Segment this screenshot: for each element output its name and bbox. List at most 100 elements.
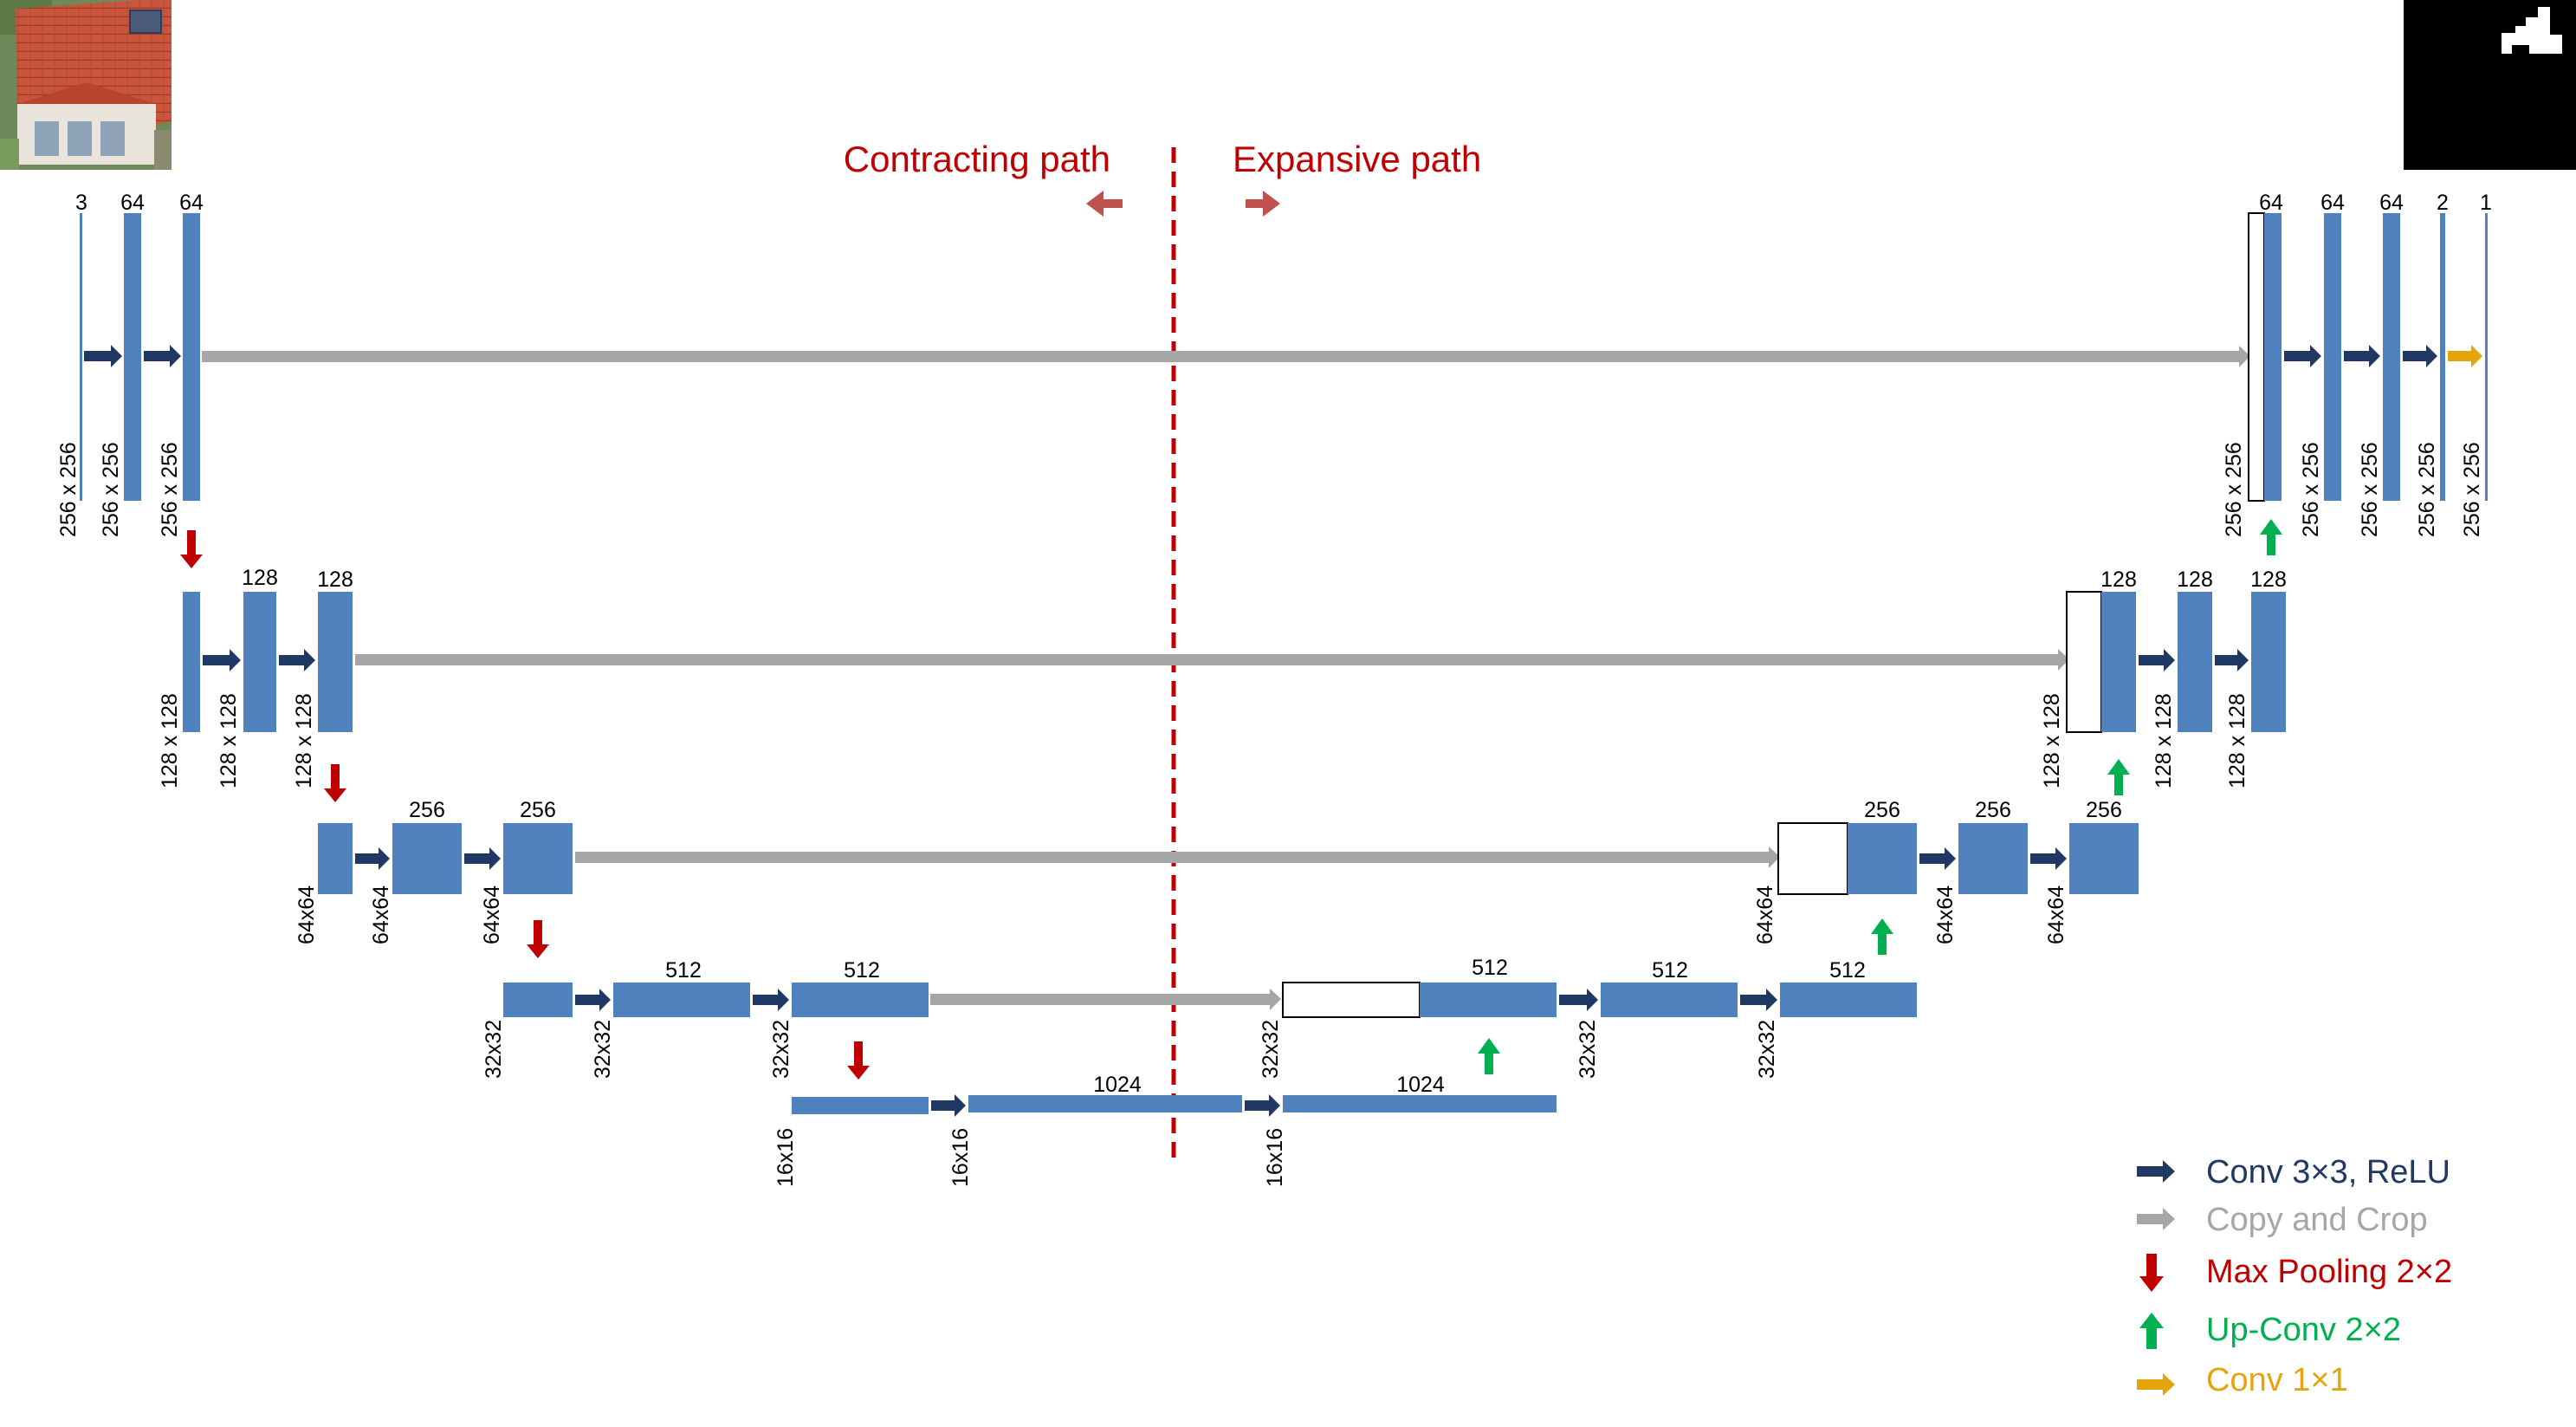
feature-map-block [2251,592,2286,732]
conv-arrow [575,989,611,1011]
channel-label: 512 [1472,956,1508,980]
feature-map-block [243,592,276,732]
channel-label: 128 [2177,568,2213,592]
feature-map-block [318,823,353,894]
upconv-arrows [1478,519,2282,1074]
feature-map-block [1420,983,1557,1017]
max-pool-arrow-icon [2139,1254,2164,1292]
size-label: 256 x 256 [99,442,123,537]
channel-label: 512 [665,958,702,983]
crop-copy-block [1777,822,1848,895]
pool-arrows [180,530,870,1080]
size-label: 64x64 [480,885,504,944]
channel-label: 128 [2100,568,2137,592]
size-label: 32x32 [1755,1020,1779,1079]
feature-map-block [124,213,141,501]
contracting-path-label: Contracting path [844,139,1110,179]
channel-label: 256 [409,798,445,822]
output-mask-icon [2404,0,2576,170]
size-label: 32x32 [591,1020,615,1079]
feature-map-block [792,1097,929,1114]
conv-arrow [1245,1094,1280,1117]
channel-label: 256 [2086,798,2122,822]
size-label: 128 x 128 [292,693,316,788]
feature-map-block [2101,592,2136,732]
size-label: 256 x 256 [2299,442,2323,537]
size-label: 64x64 [2044,885,2068,944]
up-conv-arrow-icon [2139,1313,2164,1349]
conv-arrow [931,1094,966,1117]
crop-copy-block [1282,982,1421,1018]
copy-crop-arrow [355,649,2069,671]
size-label: 128 x 128 [217,693,241,788]
contracting-direction-arrow [1086,191,1123,217]
feature-map-block [183,213,200,501]
legend-item-copy: Copy and Crop [2137,1202,2428,1238]
conv-arrow [355,847,390,870]
channel-label: 256 [1975,798,2011,822]
size-label: 32x32 [1576,1020,1600,1079]
output-feature-map [2485,213,2488,501]
feature-map-block [792,983,929,1017]
size-label: 64x64 [1933,885,1958,944]
size-label: 256 x 256 [2415,442,2439,537]
feature-map-block [318,592,353,732]
copy-crop-arrow [930,989,1281,1010]
size-label: 16x16 [1263,1128,1287,1187]
channel-label: 1 [2480,191,2492,215]
legend-label: Copy and Crop [2206,1202,2428,1238]
conv-arrow [203,649,241,671]
size-label: 128 x 128 [2152,693,2176,788]
conv1x1-arrow [2448,345,2482,367]
channel-label: 64 [2379,191,2404,215]
feature-map-block [2069,823,2139,894]
size-label: 16x16 [948,1128,973,1187]
expansive-path-label: Expansive path [1233,139,1481,179]
size-label: 64x64 [1753,885,1777,944]
size-label: 32x32 [482,1020,506,1079]
feature-map-block [613,983,750,1017]
input-feature-map [80,213,82,501]
channel-label: 2 [2437,191,2449,215]
channel-label: 1024 [1396,1073,1445,1097]
channel-label: 256 [1864,798,1900,822]
copy-crop-arrow [202,346,2250,367]
conv-arrow [753,989,789,1011]
channel-label: 64 [120,191,145,215]
size-label: 128 x 128 [2040,693,2064,788]
channel-label: 512 [1829,958,1866,983]
max-pool-arrow [847,1041,870,1080]
legend: Conv 3×3, ReLU Copy and Crop Max Pooling… [2137,1154,2452,1398]
legend-item-conv: Conv 3×3, ReLU [2137,1154,2450,1190]
size-label: 32x32 [1259,1020,1283,1079]
channel-label: 256 [520,798,556,822]
copy-crop-arrow [575,846,1780,868]
feature-map-block [2264,213,2282,501]
max-pool-arrow [180,530,203,568]
legend-label: Conv 3×3, ReLU [2206,1154,2450,1190]
size-label: 32x32 [769,1020,793,1079]
up-conv-arrow [2260,519,2282,555]
conv-arrow [464,847,501,870]
size-label: 128 x 128 [158,693,182,788]
legend-item-upconv: Up-Conv 2×2 [2139,1312,2401,1349]
conv-arrow [279,649,315,671]
conv-arrow [1559,989,1598,1011]
conv-arrows [84,345,2437,1117]
feature-map-block [2178,592,2212,732]
feature-map-block [968,1095,1242,1112]
conv-arrow [1919,847,1956,870]
size-label: 256 x 256 [56,442,81,537]
feature-map-block [1958,823,2028,894]
conv-arrow [144,345,181,367]
channel-label: 3 [75,191,87,215]
channel-label: 128 [2250,568,2287,592]
legend-label: Conv 1×1 [2206,1362,2348,1398]
up-conv-arrow [1871,918,1893,955]
max-pool-arrow [324,764,346,802]
size-label: 64x64 [294,885,319,944]
legend-label: Max Pooling 2×2 [2206,1254,2452,1290]
channel-label: 128 [317,568,353,592]
channel-label: 512 [1652,958,1688,983]
up-conv-arrow [1478,1038,1500,1074]
